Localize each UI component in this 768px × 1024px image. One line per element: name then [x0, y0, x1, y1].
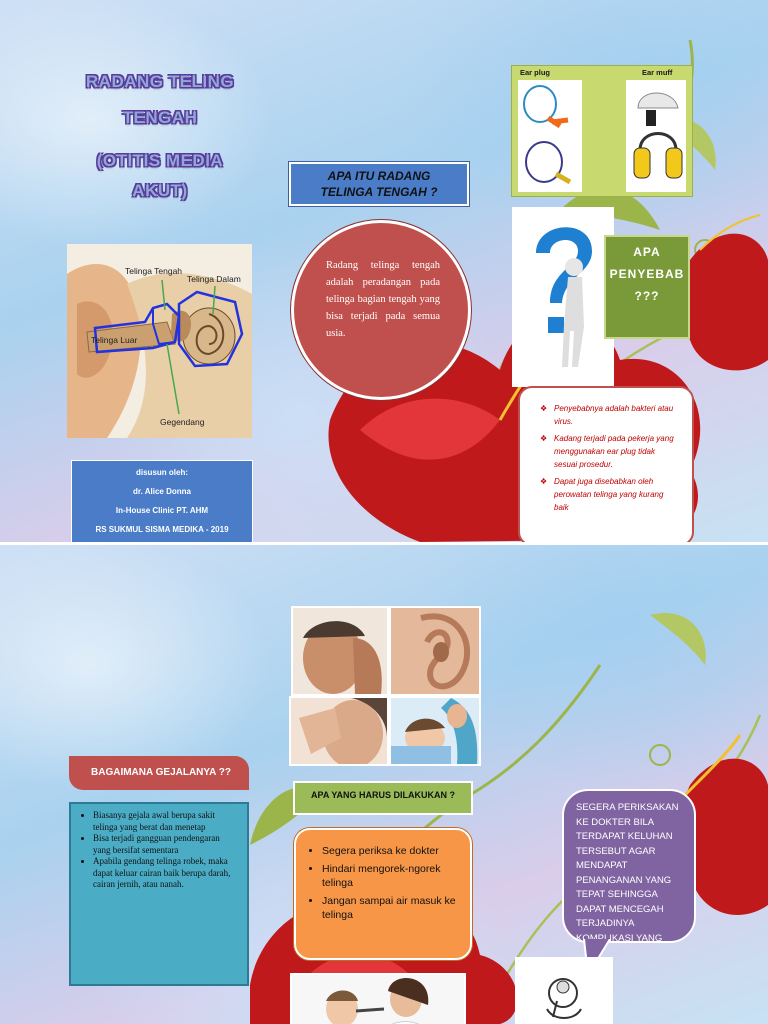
- photo-sick-child-drawing: [391, 698, 479, 764]
- photo-hand-on-ear: [289, 696, 389, 766]
- action-item: Jangan sampai air masuk ke telinga: [322, 894, 460, 922]
- cause-item: Dapat juga disebabkan oleh perowatan tel…: [540, 475, 680, 514]
- brochure-page-2: BAGAIMANA GEJALANYA ?? Biasanya gejala a…: [0, 545, 768, 1024]
- symptoms-list-box: Biasanya gejala awal berupa sakit teling…: [69, 802, 249, 986]
- page-divider: [0, 542, 768, 545]
- ear-plug-label: Ear plug: [520, 68, 551, 77]
- symptoms-header-text: BAGAIMANA GEJALANYA ??: [91, 767, 232, 778]
- label-telinga-dalam: Telinga Dalam: [187, 274, 241, 284]
- cause-item: Penyebabnya adalah bakteri atau virus.: [540, 402, 680, 428]
- symptoms-header: BAGAIMANA GEJALANYA ??: [69, 756, 249, 790]
- photo-ear-closeup-drawing: [391, 608, 479, 694]
- action-item: Segera periksa ke dokter: [322, 844, 460, 858]
- page-subtitle: (OTITIS MEDIA AKUT): [60, 146, 260, 206]
- label-telinga-luar: Telinga Luar: [91, 335, 137, 345]
- title-line-1: RADANG TELING: [85, 72, 235, 91]
- definition-circle: Radang telinga tengah adalah peradangan …: [291, 220, 471, 400]
- photo-man-ear-pain-drawing: [293, 608, 387, 694]
- photo-ear-closeup: [389, 606, 481, 696]
- symptoms-list: Biasanya gejala awal berupa sakit teling…: [93, 810, 239, 891]
- definition-header: APA ITU RADANG TELINGA TENGAH ?: [289, 162, 469, 206]
- cause-item: Kadang terjadi pada pekerja yang menggun…: [540, 432, 680, 471]
- credit-author: dr. Alice Donna: [133, 487, 191, 496]
- actions-header-text: APA YANG HARUS DILAKUKAN ?: [310, 790, 455, 800]
- definition-text: Radang telinga tengah adalah peradangan …: [326, 260, 440, 339]
- ear-muff-label: Ear muff: [642, 68, 673, 77]
- cause-header-card: APA PENYEBAB ???: [604, 235, 690, 339]
- symptom-item: Apabila gendang telinga robek, maka dapa…: [93, 856, 239, 891]
- advice-speech-bubble: SEGERA PERIKSAKAN KE DOKTER BILA TERDAPA…: [562, 789, 696, 943]
- photo-hand-on-ear-drawing: [291, 698, 387, 764]
- photo-man-ear-pain: [291, 606, 389, 696]
- actions-header: APA YANG HARUS DILAKUKAN ?: [293, 781, 473, 815]
- page-title: RADANG TELING TENGAH: [60, 64, 260, 136]
- label-gegendang: Gegendang: [160, 417, 205, 427]
- ear-protection-image: Ear plug Ear muff: [511, 65, 693, 197]
- actions-list-box: Segera periksa ke dokter Hindari mengore…: [294, 828, 472, 960]
- definition-header-line-2: TELINGA TENGAH ?: [320, 185, 438, 199]
- photo-doctor-examining-child-drawing: [292, 975, 464, 1024]
- action-item: Hindari mengorek-ngorek telinga: [322, 862, 460, 890]
- definition-header-line-1: APA ITU RADANG: [327, 169, 431, 183]
- ear-protection-drawing: [518, 80, 686, 192]
- credit-clinic: In-House Clinic PT. AHM: [115, 506, 209, 515]
- advice-text: SEGERA PERIKSAKAN KE DOKTER BILA TERDAPA…: [576, 802, 679, 943]
- photo-doctor-examining-child: [290, 973, 466, 1024]
- subtitle-line-2: AKUT): [132, 181, 188, 200]
- symptom-item: Bisa terjadi gangguan pendengaran yang b…: [93, 833, 239, 856]
- causes-list-box: Penyebabnya adalah bakteri atau virus. K…: [518, 386, 694, 542]
- subtitle-line-1: (OTITIS MEDIA: [96, 151, 224, 170]
- cause-header-line-2: PENYEBAB: [609, 267, 685, 281]
- cause-header-line-1: APA: [633, 245, 661, 259]
- title-line-2: TENGAH: [122, 108, 198, 127]
- credit-hospital: RS SUKMUL SISMA MEDIKA - 2019: [95, 525, 229, 534]
- actions-list: Segera periksa ke dokter Hindari mengore…: [322, 844, 460, 922]
- doctor-cartoon-drawing: [517, 959, 611, 1024]
- brochure-page-1: RADANG TELING TENGAH (OTITIS MEDIA AKUT)…: [0, 0, 768, 542]
- symptom-item: Biasanya gejala awal berupa sakit teling…: [93, 810, 239, 833]
- ear-anatomy-drawing: Telinga Tengah Telinga Dalam Telinga Lua…: [67, 244, 252, 438]
- author-credit-box: disusun oleh: dr. Alice Donna In-House C…: [71, 460, 253, 542]
- causes-list: Penyebabnya adalah bakteri atau virus. K…: [540, 402, 680, 514]
- credit-intro: disusun oleh:: [136, 468, 188, 477]
- question-mark-figure-image: [512, 207, 614, 387]
- ear-anatomy-illustration: Telinga Tengah Telinga Dalam Telinga Lua…: [67, 244, 252, 438]
- question-mark-drawing: [536, 227, 592, 367]
- photo-sick-child: [389, 696, 481, 766]
- doctor-cartoon-image: [515, 957, 613, 1024]
- label-telinga-tengah: Telinga Tengah: [125, 266, 182, 276]
- cause-header-line-3: ???: [634, 289, 660, 303]
